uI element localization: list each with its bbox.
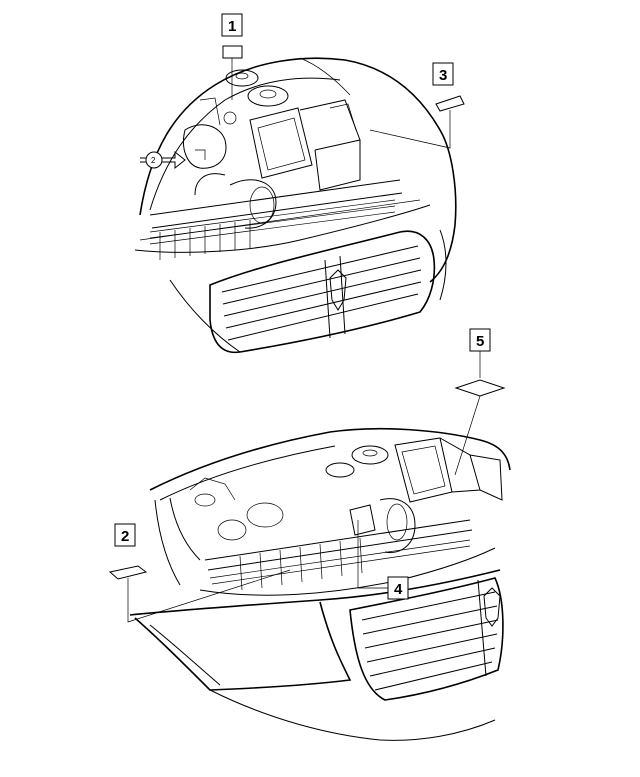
label-part-3 <box>435 95 465 112</box>
callout-3-number: 3 <box>439 67 447 84</box>
callout-4[interactable]: 4 <box>387 576 409 600</box>
leader-line-3 <box>369 110 451 149</box>
label-part-2 <box>108 565 148 580</box>
callout-1-number: 1 <box>228 18 236 35</box>
label-part-1 <box>222 45 243 59</box>
leader-line-5b <box>454 395 481 476</box>
callout-3[interactable]: 3 <box>432 62 454 86</box>
leader-line-2 <box>127 569 291 623</box>
callout-5[interactable]: 5 <box>469 328 491 352</box>
callout-2[interactable]: 2 <box>114 523 136 547</box>
bottom-front-end-view <box>129 427 511 741</box>
leader-line-4 <box>357 520 388 589</box>
callout-5-number: 5 <box>476 333 484 350</box>
top-engine-bay-view <box>134 57 457 354</box>
inset-arrow-label: 2 <box>151 156 156 165</box>
callout-4-number: 4 <box>394 581 403 598</box>
label-part-5 <box>454 379 506 397</box>
callout-2-number: 2 <box>121 528 129 545</box>
callout-1[interactable]: 1 <box>221 13 243 37</box>
